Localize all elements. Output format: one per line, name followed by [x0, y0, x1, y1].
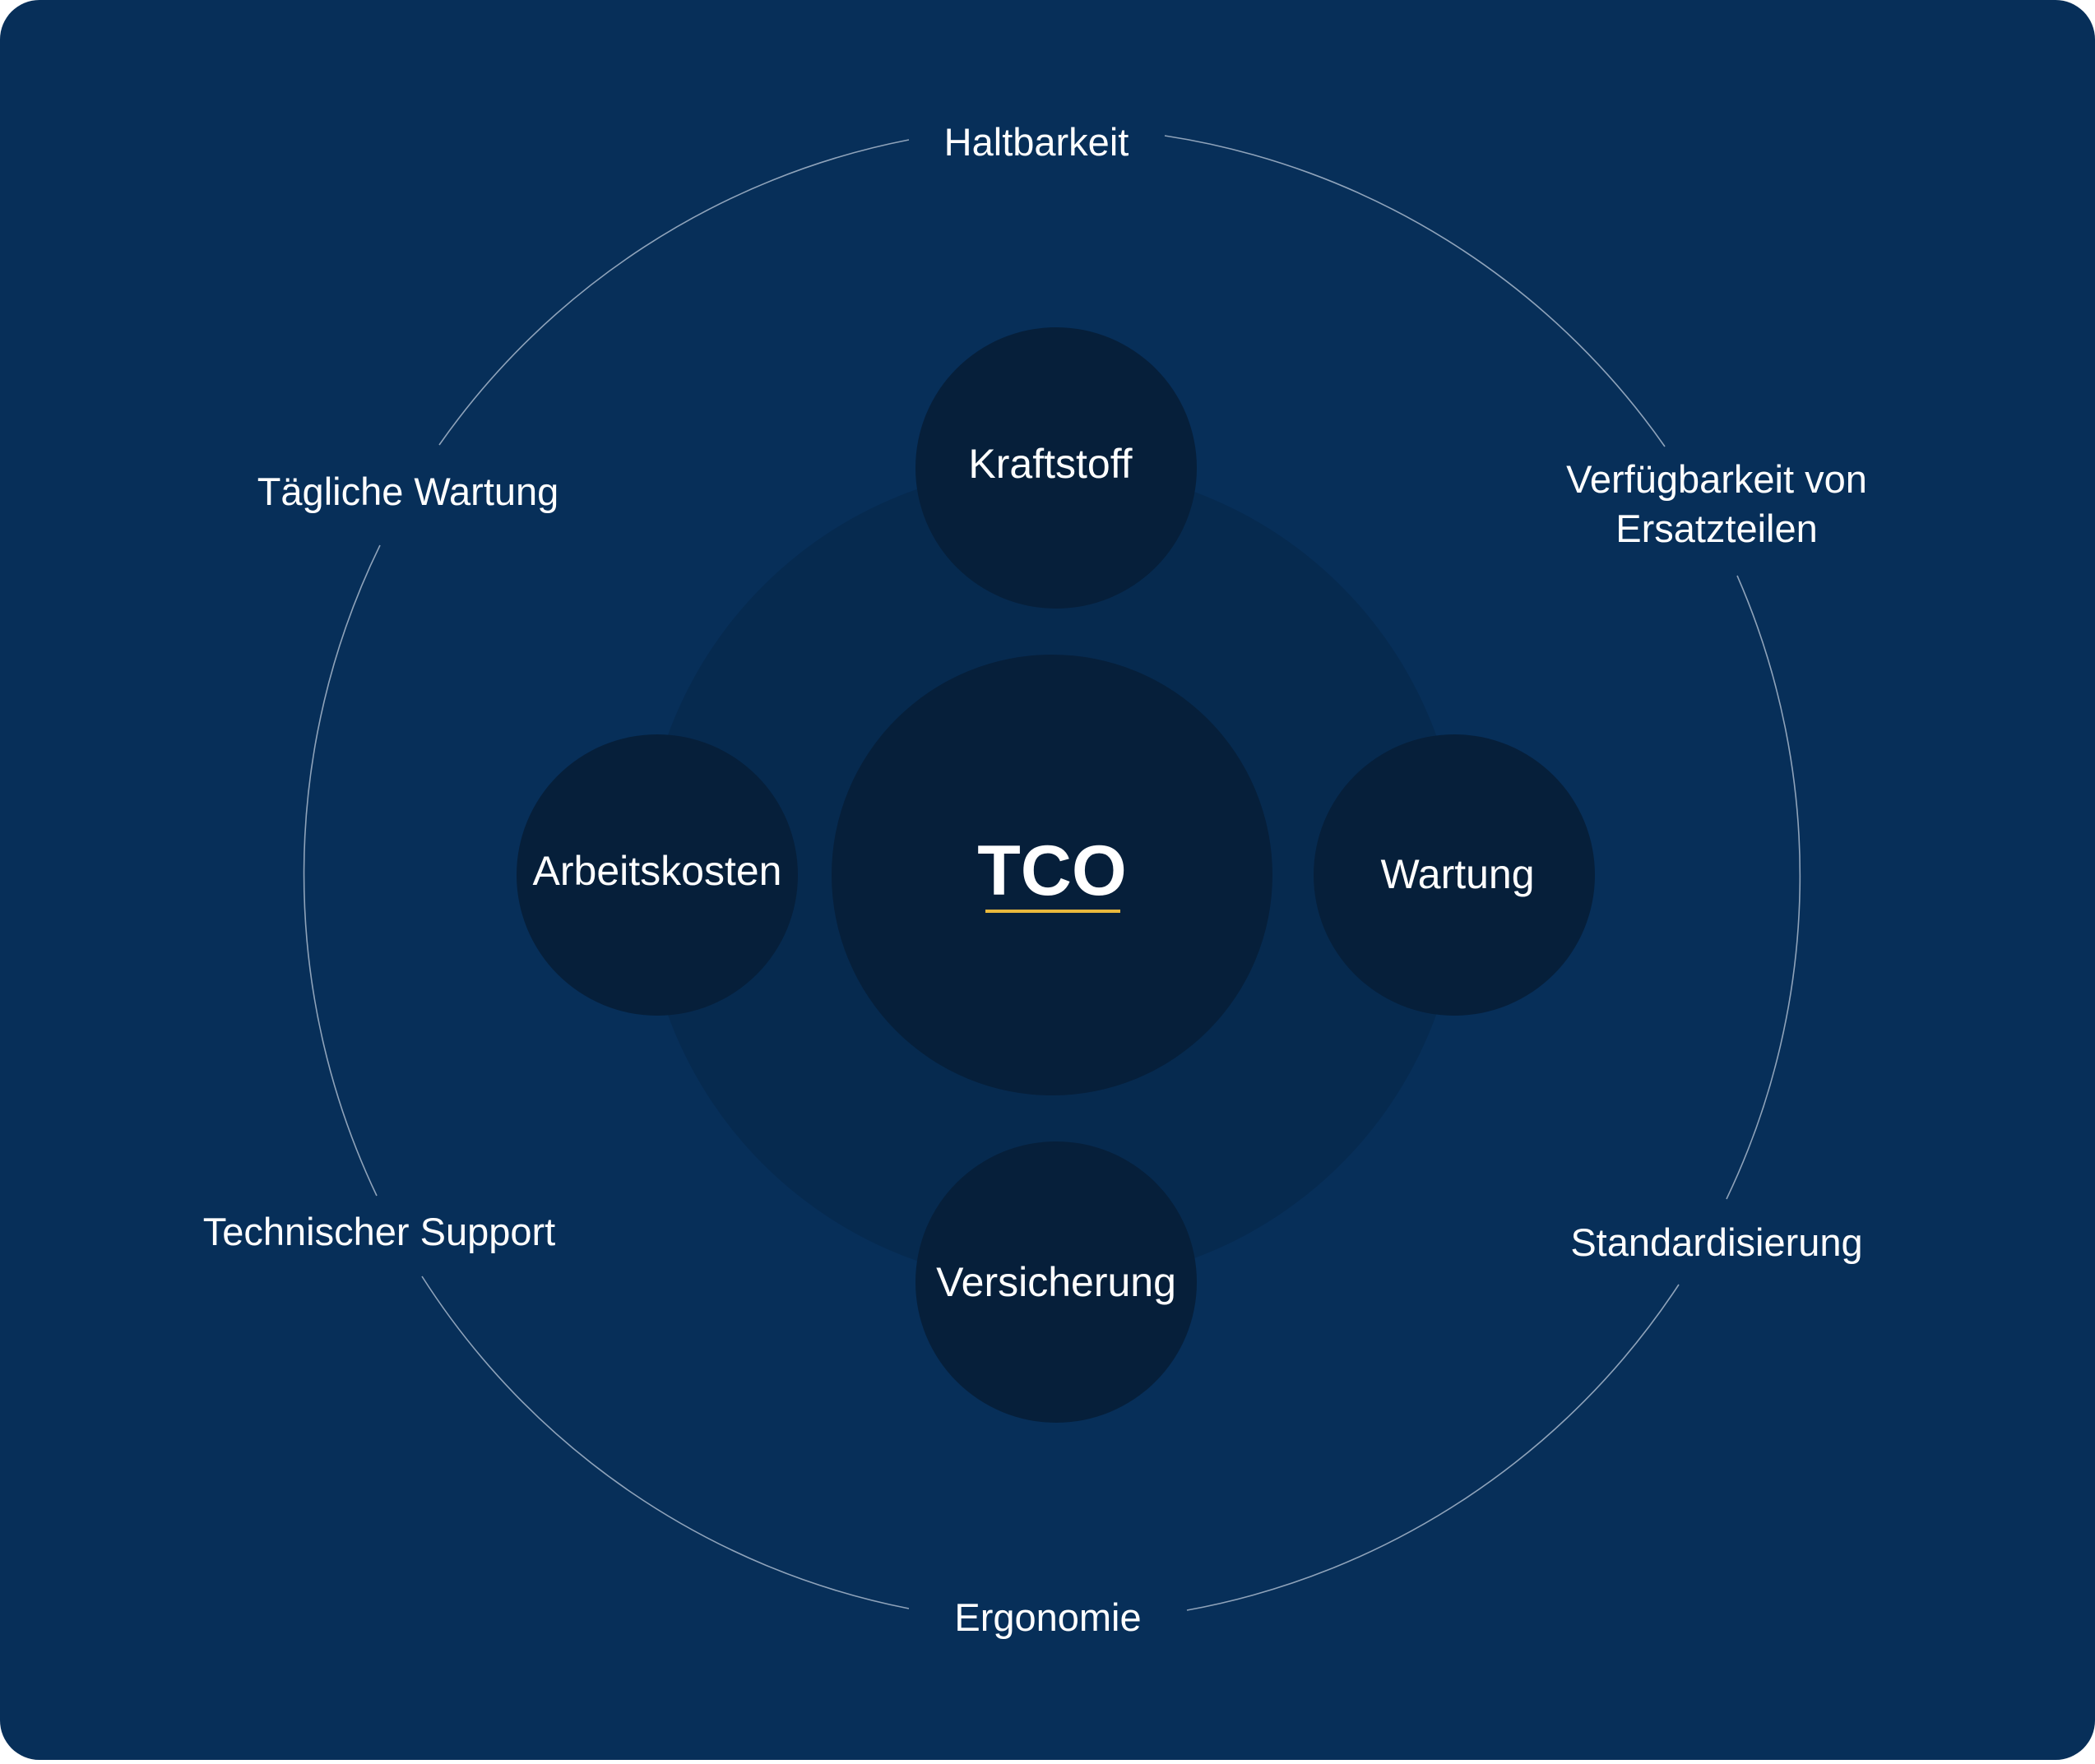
outer-ring-arc-top-left	[438, 139, 910, 446]
center-circle	[832, 655, 1272, 1095]
node-top-circle	[915, 327, 1197, 609]
outer-label-upper-right-line1: Verfügbarkeit von	[1566, 457, 1867, 501]
center-underline	[985, 910, 1120, 913]
node-right-label: Wartung	[1380, 851, 1534, 897]
outer-ring	[303, 135, 1801, 1611]
node-bottom-circle	[915, 1141, 1197, 1423]
outer-ring-arc-top-right	[1164, 135, 1666, 447]
outer-label-bottom: Ergonomie	[954, 1595, 1141, 1639]
outer-label-upper-right-line2: Ersatzteilen	[1615, 507, 1818, 550]
outer-label-lower-left: Technischer Support	[203, 1210, 555, 1253]
node-bottom-label: Versicherung	[936, 1259, 1176, 1305]
outer-label-lower-right: Standardisierung	[1570, 1220, 1862, 1264]
outer-ring-arc-left	[303, 544, 381, 1197]
node-top-label: Kraftstoff	[968, 441, 1132, 487]
outer-ring-arc-bottom-left	[421, 1276, 910, 1609]
node-right-circle	[1314, 734, 1595, 1016]
outer-label-top: Haltbarkeit	[944, 120, 1129, 164]
center-label: TCO	[977, 831, 1127, 910]
outer-ring-arc-right	[1726, 575, 1801, 1200]
outer-label-upper-left: Tägliche Wartung	[257, 470, 559, 513]
node-left-circle	[517, 734, 798, 1016]
node-left-label: Arbeitskosten	[533, 848, 782, 894]
outer-ring-arc-bottom-right	[1186, 1284, 1680, 1611]
